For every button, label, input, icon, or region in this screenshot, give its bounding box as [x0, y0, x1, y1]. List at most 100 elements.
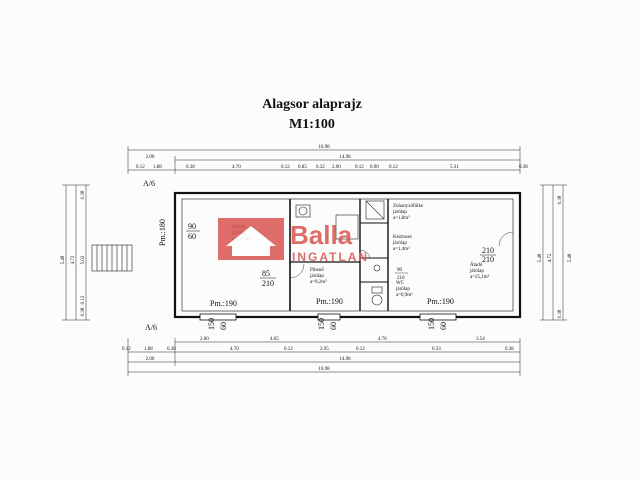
plan-scale: M1:100	[289, 117, 335, 132]
top-dim-row2: 0.12 1.88 0.38 4.70 0.12 0.85 0.32 2.00 …	[136, 165, 528, 170]
room-floor: járólap	[392, 241, 407, 246]
top-dim-seg: 0.32	[316, 165, 325, 170]
window-width: 150	[207, 318, 216, 330]
room-floor: járólap	[309, 274, 324, 279]
window-size-labels: 150 60 150 60 150 60	[207, 318, 448, 330]
bottom-dim: 0.12	[122, 347, 131, 352]
section-mark-top: A/6	[143, 179, 155, 188]
room-name: Kézmosó	[393, 235, 412, 240]
bottom-dim: 14.98	[339, 357, 351, 362]
door-width: 85	[262, 269, 270, 278]
bottom-dim: 1.88	[144, 347, 153, 352]
building-walls	[173, 191, 522, 319]
room-floor: járólap	[392, 210, 407, 215]
pm-label: Pm.:190	[316, 297, 343, 306]
door-width: 90	[397, 268, 403, 273]
bottom-dim: 4.65	[270, 337, 279, 342]
house-icon	[226, 226, 276, 256]
right-dim: 5.48	[538, 253, 543, 262]
left-dim: 0.38	[81, 307, 86, 316]
right-dimensions	[540, 184, 567, 321]
top-dim-seg: 5.31	[450, 165, 459, 170]
logo-word: Balla	[290, 220, 353, 250]
plan-title: Alagsor alaprajz	[262, 97, 362, 112]
bottom-dimensions	[127, 338, 521, 376]
room-area: a=9,2m²	[310, 279, 327, 285]
hand-basin	[373, 264, 381, 272]
bottom-dim: 2.00	[146, 357, 155, 362]
bottom-dim: 4.70	[230, 347, 239, 352]
bottom-windows	[199, 313, 457, 321]
bottom-dim: 2.95	[320, 347, 329, 352]
room-kezmoso: Kézmosó járólap a=1,4m²	[392, 235, 412, 252]
bottom-dim: 0.38	[167, 347, 176, 352]
bottom-dim: 2.00	[200, 337, 209, 342]
pm-label: Pm.:190	[427, 297, 454, 306]
stove-box	[295, 204, 311, 218]
room-wc: WC járólap a=0,9m²	[395, 281, 413, 298]
top-dim-seg: 0.90	[370, 165, 379, 170]
exterior-stair	[91, 244, 133, 272]
fixtures	[295, 200, 385, 306]
top-dim-seg: 2.00	[332, 165, 341, 170]
top-dim-seg: 4.70	[232, 165, 241, 170]
door-height: 210	[262, 279, 274, 288]
top-dimensions	[127, 146, 521, 174]
bottom-dim: 0.12	[284, 347, 293, 352]
bottom-dim: 0.12	[356, 347, 365, 352]
room-atado: Átadó járólap a=25,1m²	[469, 262, 490, 280]
left-dim: 4.72	[71, 255, 76, 264]
top-dim-seg: 0.12	[355, 165, 364, 170]
left-dimensions	[62, 184, 90, 321]
top-dim-seg: 2.00	[146, 155, 155, 160]
room-floor: járólap	[395, 287, 410, 292]
logo-subword: INGATLAN	[292, 250, 369, 264]
bottom-dim: 4.76	[378, 337, 387, 342]
shower-tray	[365, 200, 385, 220]
room-zuhany: Zuhanyzófülke járólap a=1,8m²	[392, 204, 424, 221]
kitchen-unit	[335, 214, 359, 240]
section-mark-bottom: A/6	[145, 323, 157, 332]
left-dim: 0.12	[81, 295, 86, 304]
door-width: 90	[188, 222, 196, 231]
room-area: a=25,1m²	[470, 274, 490, 280]
top-dim-seg: 0.85	[298, 165, 307, 170]
top-dim-seg: 0.38	[186, 165, 195, 170]
door-height: 210	[482, 255, 494, 264]
left-dim: 0.38	[81, 190, 86, 199]
bottom-dim-row2: 0.12 1.88 0.38 4.70 0.12 2.95 0.12 6.33 …	[122, 347, 514, 352]
left-dim: 5.48	[61, 255, 66, 264]
top-dim-seg: 0.38	[519, 165, 528, 170]
wc-bowl	[371, 294, 383, 306]
room-name: Átadó	[470, 262, 483, 268]
bottom-dim: 0.38	[505, 347, 514, 352]
door-width: 210	[482, 246, 494, 255]
top-dim-seg: 0.12	[136, 165, 145, 170]
window-height: 60	[329, 322, 338, 330]
window-width: 150	[427, 318, 436, 330]
room-name: Pihenő	[310, 268, 324, 273]
right-dim: 0.38	[558, 309, 563, 318]
room-area: a=1,8m²	[393, 215, 410, 221]
top-dim-inner: 14.98	[339, 155, 351, 160]
room-area: a=1,4m²	[393, 246, 410, 252]
balla-ingatlan-logo: Balla INGATLAN	[218, 218, 369, 264]
opening-labels: 90 60 85 210 210 210 90 210	[186, 222, 496, 288]
pm-label-left: Pm.:180	[158, 219, 167, 246]
room-piheno: Pihenő járólap a=9,2m²	[309, 268, 327, 285]
room-name: WC	[396, 281, 405, 286]
right-dim: 5.48	[568, 253, 573, 262]
window-height: 60	[219, 322, 228, 330]
top-dim-seg: 0.12	[389, 165, 398, 170]
bottom-dim-overall: 16.98	[318, 367, 330, 372]
pm-label: Pm.:190	[210, 299, 237, 308]
window-height: 60	[439, 322, 448, 330]
top-dim-seg: 1.88	[153, 165, 162, 170]
window-width: 150	[317, 318, 326, 330]
room-name: Zuhanyzófülke	[393, 204, 424, 209]
door-height: 210	[397, 276, 405, 281]
door-height: 60	[188, 232, 196, 241]
room-area: a=0,9m²	[396, 292, 413, 298]
room-floor: járólap	[469, 269, 484, 274]
